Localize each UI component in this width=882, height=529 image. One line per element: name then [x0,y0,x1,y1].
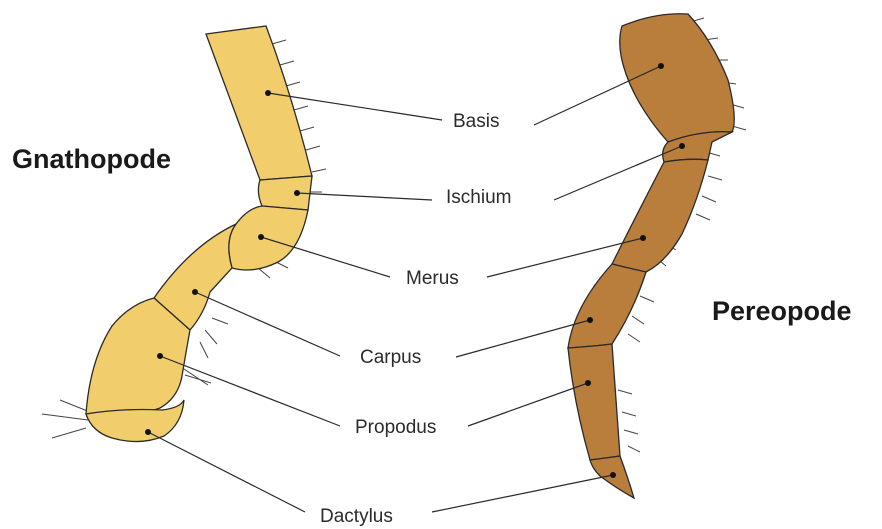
gnathopode-merus [229,206,308,270]
label-carpus: Carpus [360,347,421,368]
label-merus: Merus [406,268,459,289]
leader-propodus-right [468,383,588,426]
leader-dactylus-left [148,432,305,512]
leader-ischium-left [297,193,432,200]
pereopode-carpus [568,264,646,348]
gnathopode-leg [42,26,326,442]
gnathopode-basis [206,26,312,180]
label-basis: Basis [453,111,499,132]
gnathopode-title: Gnathopode [12,144,171,174]
pereopode-propodus [568,344,620,460]
label-dactylus: Dactylus [320,506,393,527]
pereopode-basis [620,14,735,142]
label-propodus: Propodus [355,417,436,438]
label-ischium: Ischium [446,187,511,208]
leader-dactylus-right [432,475,613,512]
pereopode-leg [568,14,746,498]
pereopode-merus [612,159,708,272]
leader-carpus-left [195,292,340,356]
pereopode-title: Pereopode [712,296,852,326]
leader-propodus-left [160,356,340,426]
